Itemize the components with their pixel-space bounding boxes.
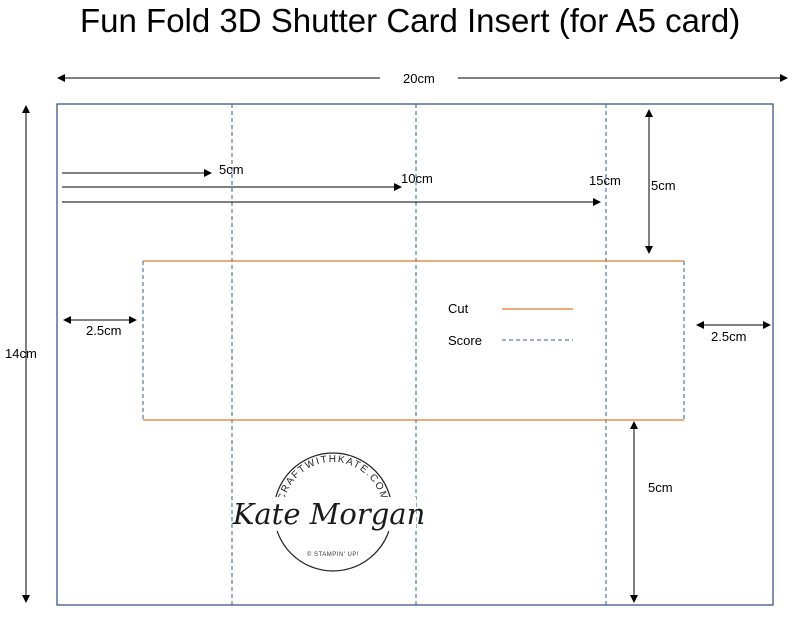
- legend-cut-label: Cut: [448, 301, 469, 316]
- label-15cm: 15cm: [589, 173, 621, 188]
- label-10cm: 10cm: [401, 171, 433, 186]
- label-5cm: 5cm: [219, 162, 244, 177]
- page-title: Fun Fold 3D Shutter Card Insert (for A5 …: [80, 2, 741, 39]
- kate-morgan-logo: CRAFTWITHKATE.COM Kate Morgan © STAMPIN'…: [232, 452, 426, 572]
- height-label: 14cm: [5, 346, 37, 361]
- right-margin-label: 2.5cm: [711, 329, 746, 344]
- logo-script-name: Kate Morgan: [232, 497, 426, 531]
- bottom-gap-label: 5cm: [648, 480, 673, 495]
- logo-small-text: © STAMPIN' UP!: [307, 551, 359, 558]
- width-label: 20cm: [403, 71, 435, 86]
- top-gap-label: 5cm: [651, 178, 676, 193]
- legend-score-label: Score: [448, 333, 482, 348]
- card-outline: [56, 103, 774, 606]
- left-margin-label: 2.5cm: [86, 323, 121, 338]
